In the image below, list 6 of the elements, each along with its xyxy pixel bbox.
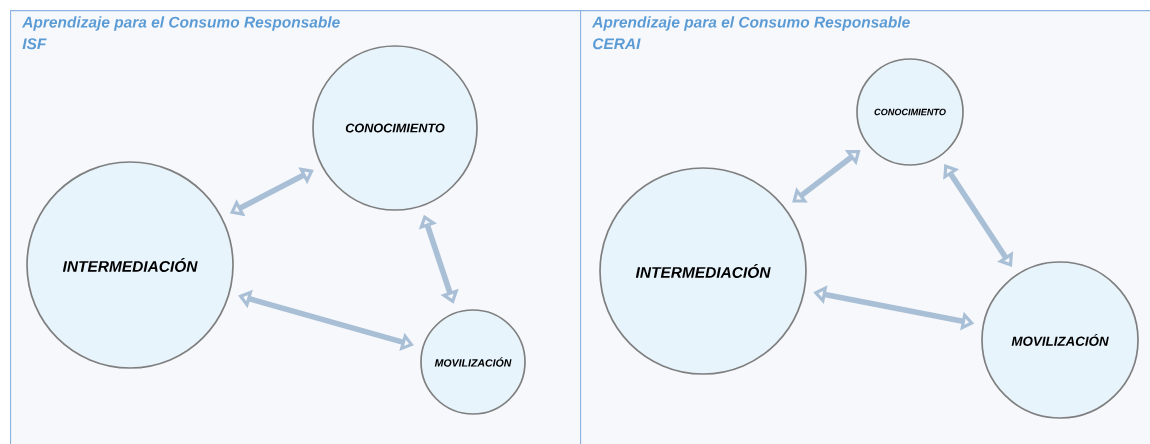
double-arrow — [792, 150, 861, 203]
panel-heading: CERAI — [593, 38, 641, 50]
double-arrow — [943, 164, 1014, 267]
panel-heading: ISF — [22, 38, 47, 50]
panel-heading: Aprendizaje para el Consumo Responsable — [592, 16, 910, 31]
panel-heading: Aprendizaje para el Consumo Responsable — [22, 16, 340, 31]
